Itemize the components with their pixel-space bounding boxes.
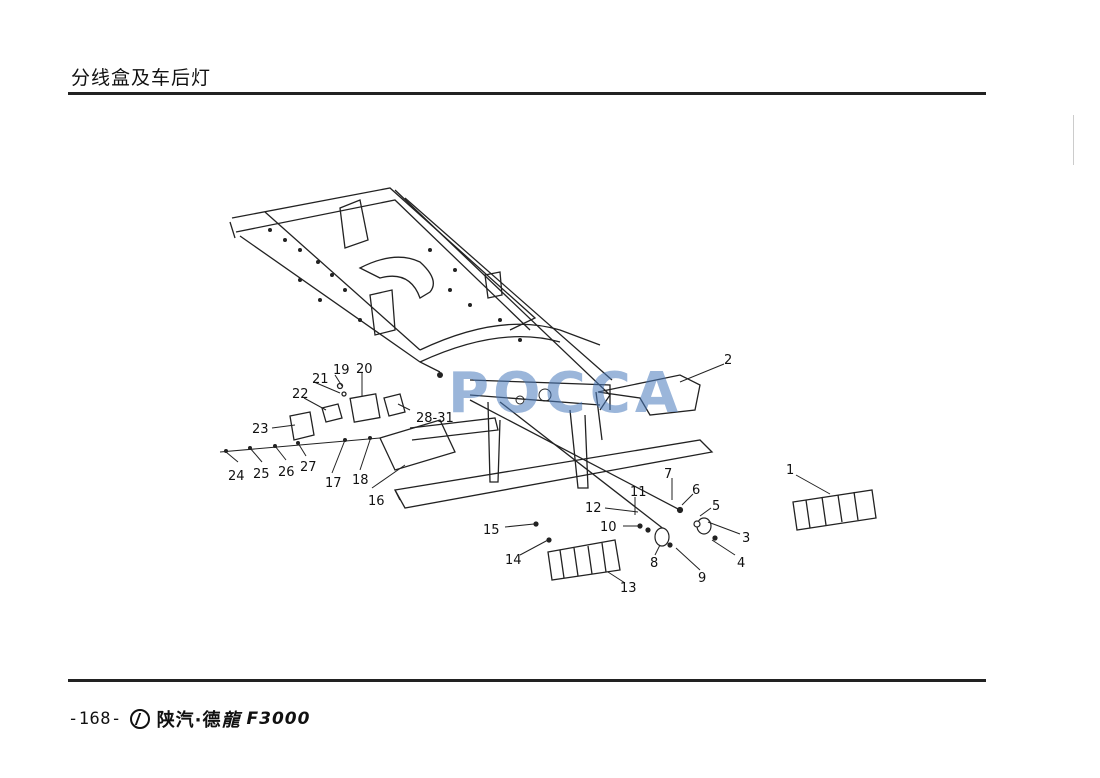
callout-6: 6 xyxy=(692,483,700,498)
callout-10: 10 xyxy=(600,520,617,535)
callout-1: 1 xyxy=(786,463,794,478)
header-rule xyxy=(68,92,986,95)
callout-11: 11 xyxy=(630,485,647,500)
brand-name: 陕汽·德 xyxy=(156,710,222,731)
callout-24: 24 xyxy=(228,469,245,484)
callout-7: 7 xyxy=(664,467,672,482)
callout-21: 21 xyxy=(312,372,329,387)
page-title: 分线盒及车后灯 xyxy=(71,67,212,89)
callout-13: 13 xyxy=(620,581,637,596)
callout-12: 12 xyxy=(585,501,602,516)
callout-28-31: 28-31 xyxy=(416,411,454,426)
footer-rule xyxy=(68,679,986,682)
page-number: -168- xyxy=(68,709,122,729)
callout-25: 25 xyxy=(253,467,270,482)
callout-14: 14 xyxy=(505,553,522,568)
callout-8: 8 xyxy=(650,556,658,571)
callout-3: 3 xyxy=(742,531,750,546)
callout-22: 22 xyxy=(292,387,309,402)
callout-leaders xyxy=(219,363,831,584)
watermark-text: POCCA xyxy=(448,361,682,426)
callout-4: 4 xyxy=(737,556,745,571)
callout-17: 17 xyxy=(325,476,342,491)
footer: -168- 陕汽·德 龍 F3000 xyxy=(68,706,310,732)
callout-20: 20 xyxy=(356,362,373,377)
callout-15: 15 xyxy=(483,523,500,538)
callout-23: 23 xyxy=(252,422,269,437)
callout-18: 18 xyxy=(352,473,369,488)
scan-edge-mark xyxy=(1073,115,1074,165)
lamp-fasteners xyxy=(533,506,718,548)
hardware-dots xyxy=(224,436,372,453)
callout-16: 16 xyxy=(368,494,385,509)
chassis-frame xyxy=(229,187,714,531)
callout-26: 26 xyxy=(278,465,295,480)
callout-19: 19 xyxy=(333,363,350,378)
callout-9: 9 xyxy=(698,571,706,586)
callout-2: 2 xyxy=(724,353,732,368)
rear-lamp-left xyxy=(547,539,621,581)
model-name: F3000 xyxy=(246,709,311,729)
frame-holes xyxy=(268,228,552,405)
brand-script-char: 龍 xyxy=(221,710,241,731)
shaanxi-bolt-logo-icon xyxy=(129,709,150,729)
rear-lamp-right xyxy=(792,489,877,531)
callout-5: 5 xyxy=(712,499,720,514)
callout-27: 27 xyxy=(300,460,317,475)
